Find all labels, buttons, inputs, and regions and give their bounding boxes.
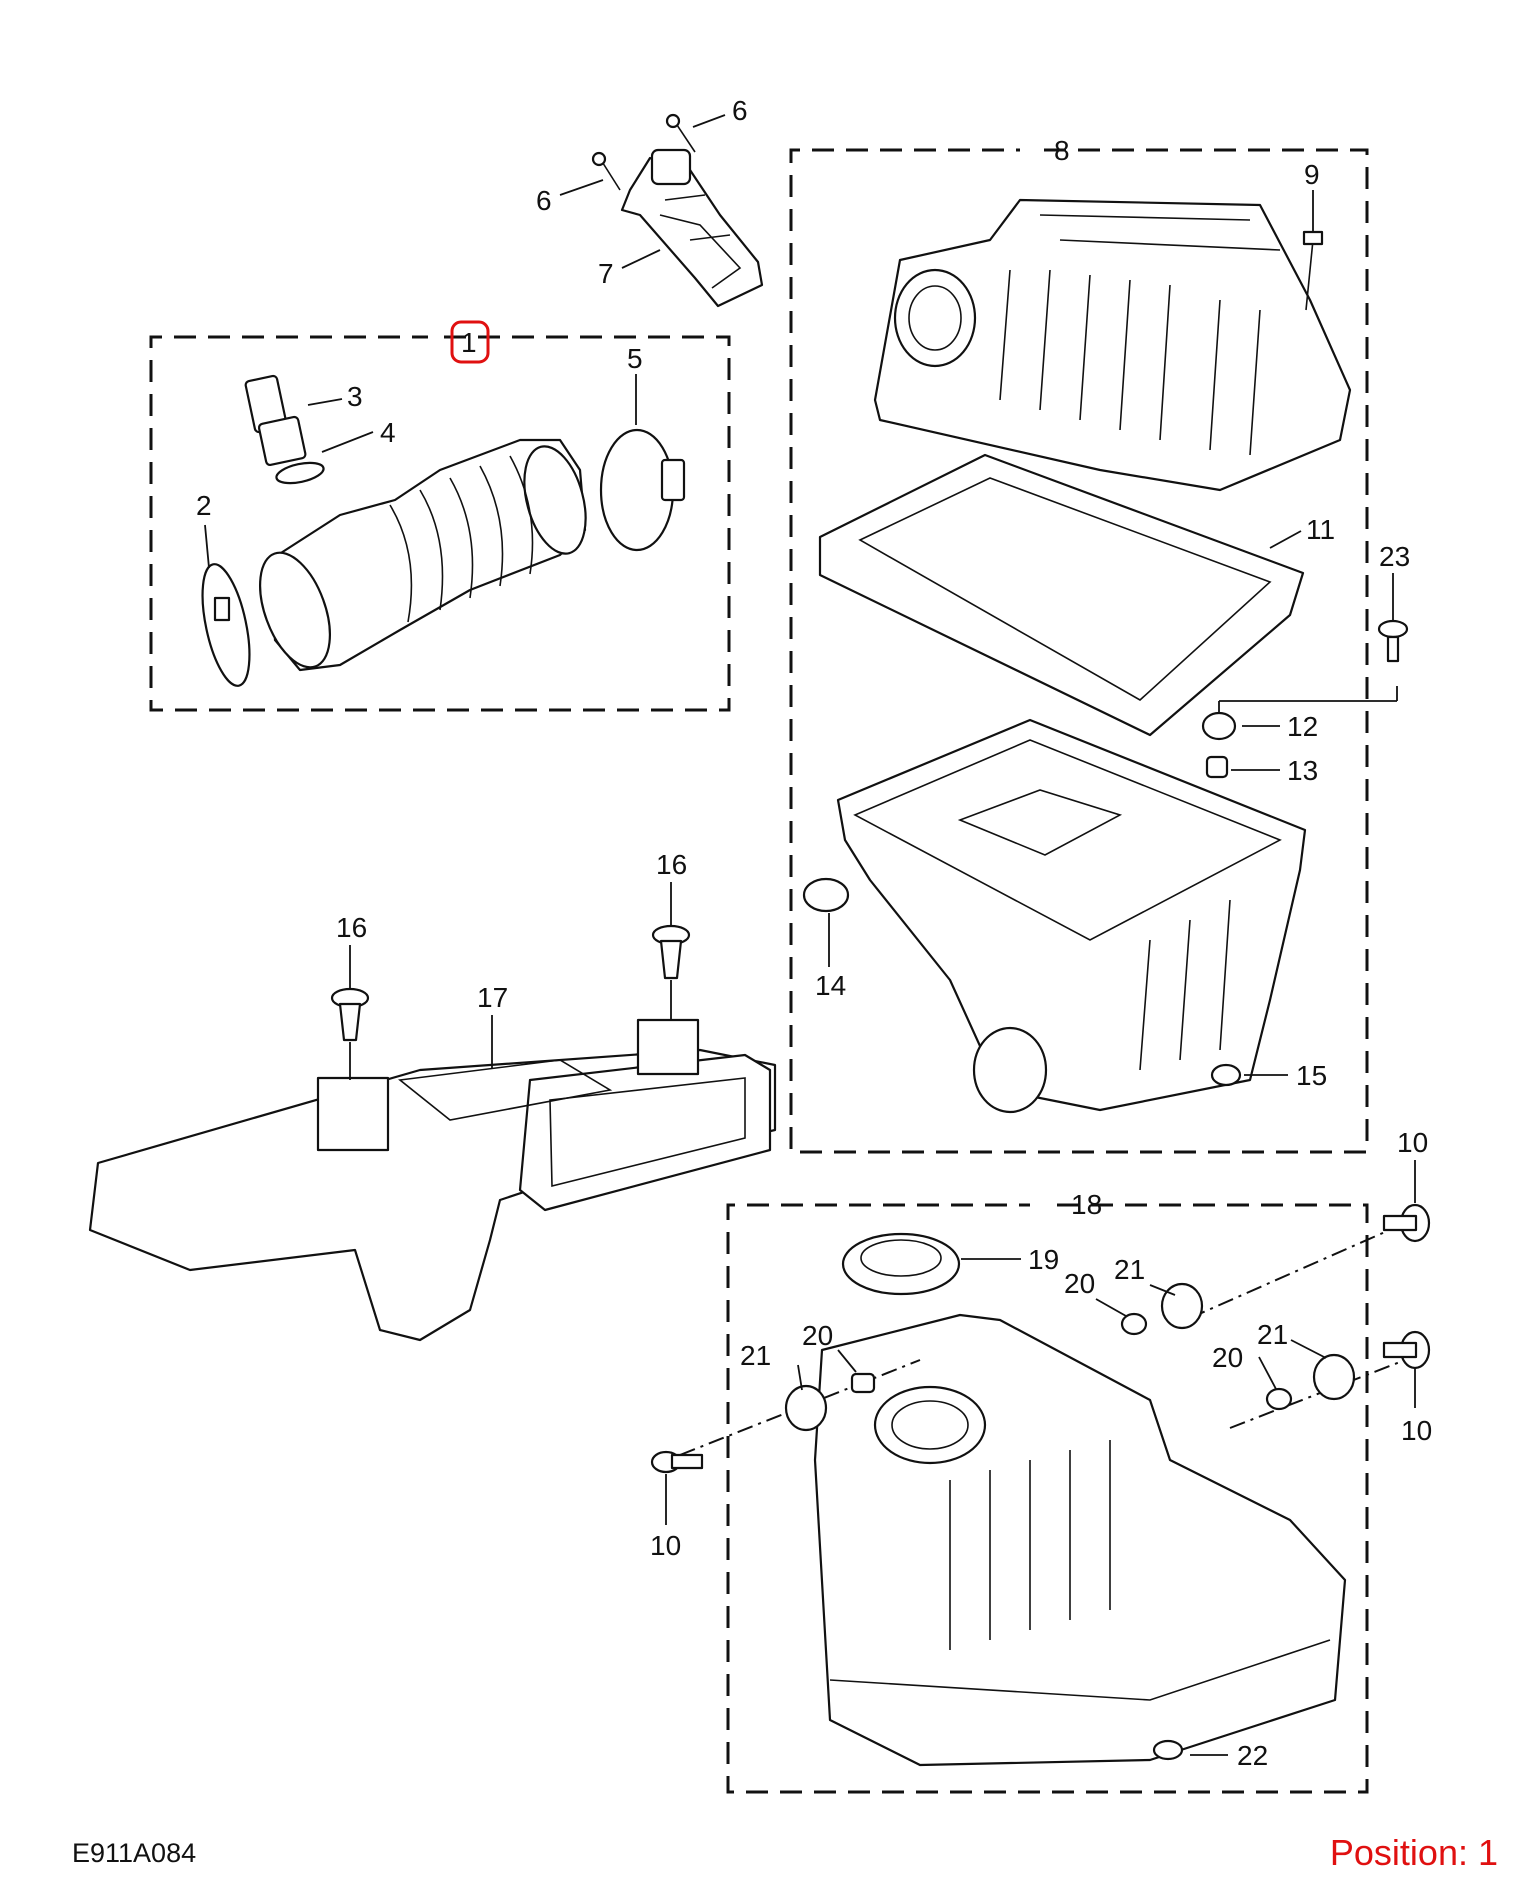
assembly-18-outline bbox=[726, 1203, 1369, 1794]
housing-grommet-12[interactable] bbox=[1201, 711, 1237, 741]
callout-17[interactable]: 17 bbox=[477, 982, 508, 1013]
callout-14[interactable]: 14 bbox=[815, 970, 846, 1001]
callout-15[interactable]: 15 bbox=[1296, 1060, 1327, 1091]
callout-19[interactable]: 19 bbox=[1028, 1244, 1059, 1275]
air-cleaner-housing[interactable] bbox=[836, 718, 1307, 1114]
mounting-line-top bbox=[1189, 1231, 1386, 1319]
callout-21-left[interactable]: 21 bbox=[740, 1340, 771, 1371]
bolt-10-top[interactable] bbox=[1382, 1203, 1431, 1243]
callout-18[interactable]: 18 bbox=[1071, 1189, 1102, 1220]
assembly-8-outline bbox=[789, 148, 1369, 1154]
fastener-23[interactable] bbox=[1377, 619, 1409, 663]
drain-valve-22[interactable] bbox=[1152, 1739, 1184, 1761]
bushing-21-left[interactable] bbox=[784, 1384, 828, 1432]
position-indicator: Position: 1 bbox=[1329, 1832, 1498, 1873]
callout-9[interactable]: 9 bbox=[1304, 159, 1320, 190]
spacer-20-left[interactable] bbox=[850, 1372, 876, 1394]
bolt-10-right[interactable] bbox=[1382, 1330, 1431, 1370]
lower-housing-seal[interactable] bbox=[841, 1232, 961, 1296]
inlet-duct-resonator[interactable] bbox=[88, 1018, 777, 1342]
housing-grommet-15[interactable] bbox=[1210, 1063, 1242, 1087]
callout-10-right[interactable]: 10 bbox=[1401, 1415, 1432, 1446]
lower-air-cleaner-housing[interactable] bbox=[813, 1313, 1347, 1767]
leader-lines bbox=[204, 114, 1416, 1756]
callout-10-left[interactable]: 10 bbox=[650, 1530, 681, 1561]
callout-7[interactable]: 7 bbox=[598, 258, 614, 289]
bolt-10-left[interactable] bbox=[650, 1450, 704, 1474]
bushing-21-right[interactable] bbox=[1312, 1353, 1356, 1401]
housing-spacer-13[interactable] bbox=[1205, 755, 1229, 779]
callout-22[interactable]: 22 bbox=[1237, 1740, 1268, 1771]
housing-grommet-14[interactable] bbox=[802, 877, 850, 913]
callout-3[interactable]: 3 bbox=[347, 381, 363, 412]
mass-air-flow-sensor[interactable] bbox=[620, 148, 764, 308]
drawing-code: E911A084 bbox=[72, 1838, 197, 1868]
callout-16-right[interactable]: 16 bbox=[656, 849, 687, 880]
hose-clamp-right[interactable] bbox=[599, 428, 686, 552]
callout-21-right[interactable]: 21 bbox=[1257, 1319, 1288, 1350]
cover-screw[interactable] bbox=[1302, 230, 1324, 311]
callout-21-top[interactable]: 21 bbox=[1114, 1254, 1145, 1285]
air-filter-element[interactable] bbox=[818, 453, 1305, 737]
callout-20-left[interactable]: 20 bbox=[802, 1320, 833, 1351]
callout-12[interactable]: 12 bbox=[1287, 711, 1318, 742]
spacer-20-top[interactable] bbox=[1120, 1312, 1148, 1336]
callout-6-lower[interactable]: 6 bbox=[536, 185, 552, 216]
sensor-screw-lower[interactable] bbox=[591, 151, 621, 191]
push-clip-right[interactable] bbox=[651, 924, 691, 980]
bushing-21-top[interactable] bbox=[1160, 1282, 1204, 1330]
hose-clamp-left[interactable] bbox=[194, 560, 259, 690]
air-cleaner-cover[interactable] bbox=[873, 198, 1352, 492]
selected-callout-highlight bbox=[450, 320, 490, 364]
sensor-screw-upper[interactable] bbox=[665, 113, 696, 153]
callout-2[interactable]: 2 bbox=[196, 490, 212, 521]
callout-20-top[interactable]: 20 bbox=[1064, 1268, 1095, 1299]
callout-13[interactable]: 13 bbox=[1287, 755, 1318, 786]
breather-pipe[interactable] bbox=[244, 374, 307, 467]
callout-1[interactable]: 1 bbox=[461, 327, 477, 358]
spacer-20-right[interactable] bbox=[1265, 1387, 1293, 1411]
callout-16-left[interactable]: 16 bbox=[336, 912, 367, 943]
callout-20-right[interactable]: 20 bbox=[1212, 1342, 1243, 1373]
air-intake-hose[interactable] bbox=[246, 438, 596, 677]
callout-23[interactable]: 23 bbox=[1379, 541, 1410, 572]
pipe-seal[interactable] bbox=[275, 459, 326, 487]
callout-10-top[interactable]: 10 bbox=[1397, 1127, 1428, 1158]
callout-8[interactable]: 8 bbox=[1054, 135, 1070, 166]
push-clip-left[interactable] bbox=[330, 987, 370, 1042]
callout-6-upper[interactable]: 6 bbox=[732, 95, 748, 126]
callout-11[interactable]: 11 bbox=[1306, 514, 1335, 545]
callout-5[interactable]: 5 bbox=[627, 343, 643, 374]
callout-4[interactable]: 4 bbox=[380, 417, 396, 448]
